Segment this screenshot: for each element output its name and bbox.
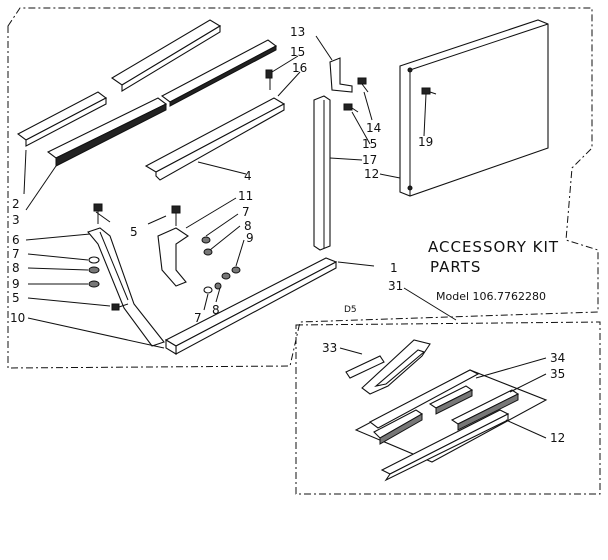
callout-2: 2 <box>12 197 20 211</box>
leader-lines <box>23 35 547 439</box>
part-screw-15 <box>343 103 359 113</box>
part-screw-14 <box>357 77 369 93</box>
part-rail-top-long <box>110 19 222 92</box>
callout-16: 16 <box>292 61 307 75</box>
part-panel-12 <box>399 19 549 197</box>
part-foam-blocks-35 <box>373 385 520 445</box>
callout-33: 33 <box>322 341 337 355</box>
callout-7: 7 <box>12 247 20 261</box>
title-line-2: PARTS <box>430 258 481 276</box>
part-bracket-11 <box>157 205 189 287</box>
callout-14: 14 <box>366 121 381 135</box>
callout-1: 1 <box>390 261 398 275</box>
part-channel-3 <box>46 97 168 167</box>
model-label: Model 106.7762280 <box>436 290 546 303</box>
callout-6: 6 <box>12 233 20 247</box>
callout-17: 17 <box>362 153 377 167</box>
callout-9: 9 <box>12 277 20 291</box>
part-bracket-13 <box>329 57 353 93</box>
part-bottom-rail-1 <box>164 257 338 355</box>
part-screw-15-top <box>265 69 273 90</box>
callout-8-right: 8 <box>244 219 252 233</box>
callout-3: 3 <box>12 213 20 227</box>
callout-8-bottom: 8 <box>212 303 220 317</box>
part-rail-12-inset <box>380 409 510 482</box>
main-diagram-border <box>7 7 599 369</box>
part-rail-16 <box>160 39 278 107</box>
callout-7-bottom: 7 <box>194 311 202 325</box>
callout-12-inset: 12 <box>550 431 565 445</box>
callout-12: 12 <box>364 167 379 181</box>
callout-19: 19 <box>418 135 433 149</box>
part-support-leg-6 <box>87 203 165 347</box>
callout-10: 10 <box>10 311 25 325</box>
callout-31: 31 <box>388 279 403 293</box>
part-screw-5-bottom <box>111 303 129 311</box>
callout-9-right: 9 <box>246 231 254 245</box>
part-post-17 <box>313 95 331 251</box>
callout-15-top: 15 <box>290 45 305 59</box>
callout-4: 4 <box>244 169 252 183</box>
part-washers-right <box>201 236 241 294</box>
callout-5: 5 <box>12 291 20 305</box>
callout-7-right: 7 <box>242 205 250 219</box>
callout-34: 34 <box>550 351 565 365</box>
callout-13: 13 <box>290 25 305 39</box>
title-line-1: ACCESSORY KIT <box>428 238 559 256</box>
inset-border <box>295 321 601 495</box>
part-rail-2 <box>16 91 108 147</box>
part-channel-4 <box>144 97 286 181</box>
callout-11: 11 <box>238 189 253 203</box>
part-seal-33 <box>345 339 431 395</box>
part-panel-34 <box>354 369 548 463</box>
callout-5-mid: 5 <box>130 225 138 239</box>
callout-8: 8 <box>12 261 20 275</box>
callout-35: 35 <box>550 367 565 381</box>
page-code: D5 <box>344 305 357 315</box>
part-washers-left <box>88 256 100 288</box>
callout-15: 15 <box>362 137 377 151</box>
